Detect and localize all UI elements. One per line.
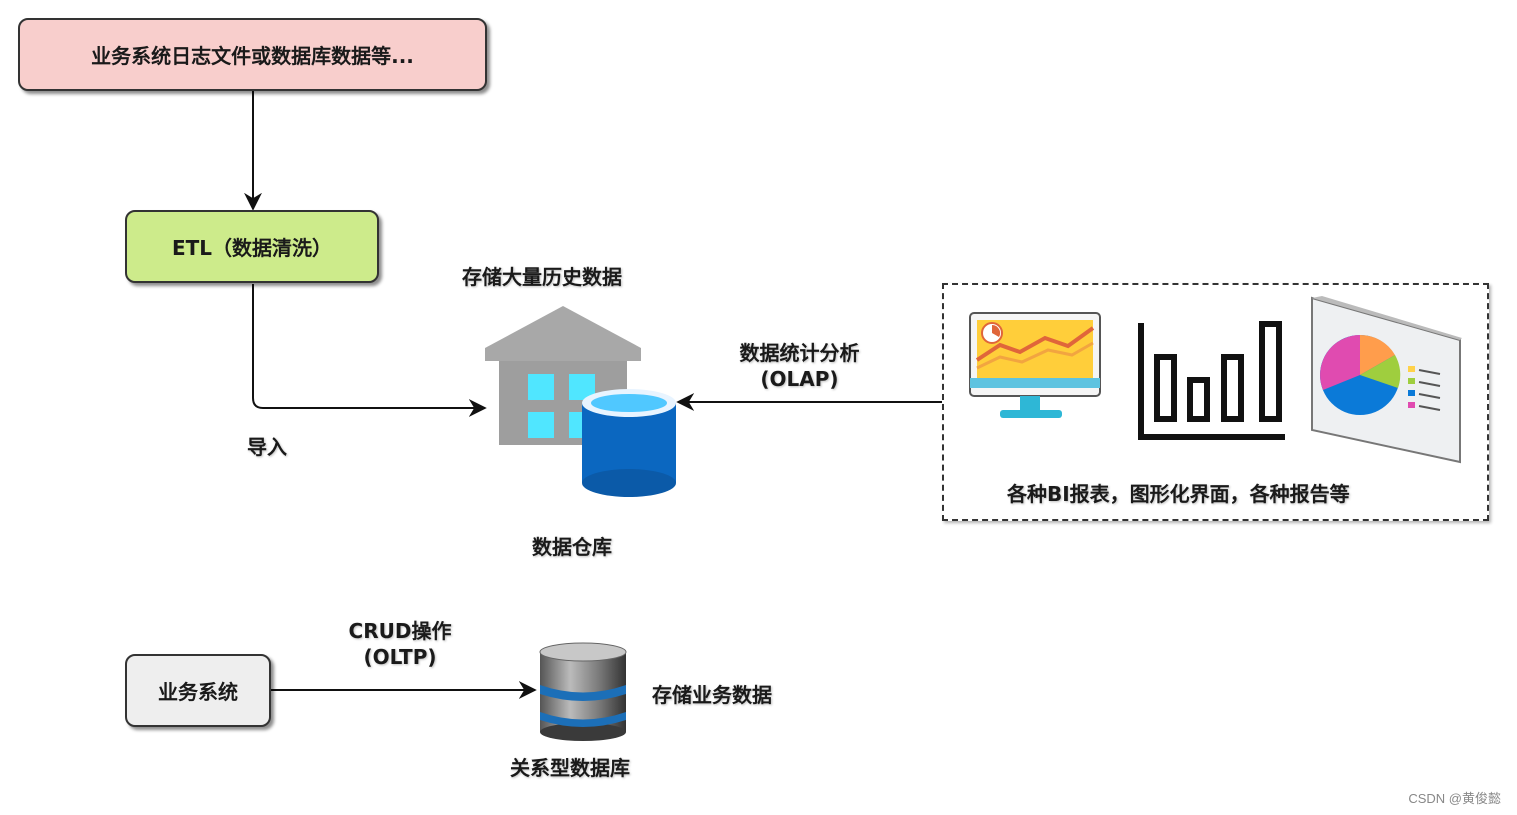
source-label: 业务系统日志文件或数据库数据等...	[91, 44, 414, 68]
crud-label-line1: CRUD操作	[348, 619, 452, 643]
pie-chart-board-icon	[1311, 296, 1462, 464]
etl-label: ETL（数据清洗）	[171, 236, 333, 260]
olap-label: 数据统计分析 (OLAP)	[722, 340, 877, 392]
crud-label: CRUD操作 (OLTP)	[330, 618, 470, 670]
database-cylinder-icon	[582, 389, 676, 497]
warehouse-label: 数据仓库	[532, 535, 612, 559]
monitor-chart-icon	[969, 312, 1101, 418]
import-label: 导入	[247, 435, 287, 459]
biz-system-box: 业务系统	[125, 654, 271, 727]
olap-label-line2: (OLAP)	[760, 367, 839, 391]
crud-label-line2: (OLTP)	[363, 645, 437, 669]
bi-caption: 各种BI报表，图形化界面，各种报告等	[1007, 482, 1350, 506]
etl-box: ETL（数据清洗）	[125, 210, 379, 283]
bi-region	[942, 283, 1489, 521]
warehouse-caption: 存储大量历史数据	[462, 265, 622, 289]
watermark: CSDN @黄俊懿	[1408, 791, 1501, 806]
biz-system-label: 业务系统	[158, 680, 238, 704]
bar-chart-icon	[1138, 321, 1285, 440]
arrow-etl-to-warehouse	[252, 284, 487, 417]
olap-label-line1: 数据统计分析	[739, 341, 860, 365]
rdb-label: 关系型数据库	[510, 756, 630, 780]
source-box: 业务系统日志文件或数据库数据等...	[18, 18, 487, 91]
rdb-caption: 存储业务数据	[652, 683, 772, 707]
